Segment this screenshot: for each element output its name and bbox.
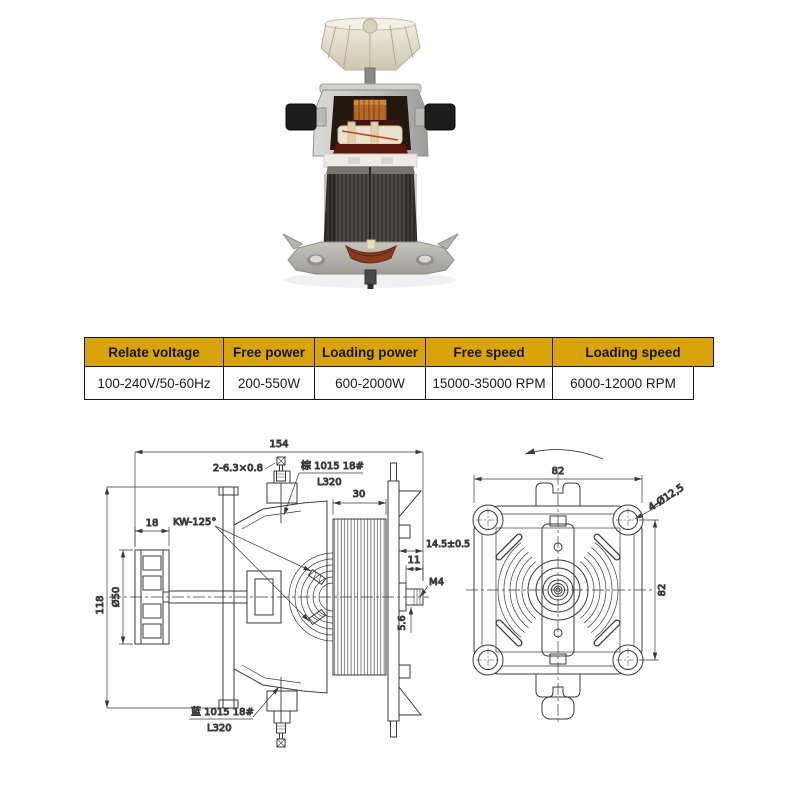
flange-outline xyxy=(473,505,643,675)
kw-leader-1 xyxy=(214,525,312,572)
stator-core xyxy=(323,166,418,246)
spec-table-value-row: 100-240V/50-60Hz 200-550W 600-2000W 1500… xyxy=(84,366,714,400)
value-cell-free-speed: 15000-35000 RPM xyxy=(425,366,553,400)
dim-overall-height xyxy=(104,486,219,709)
wire-blue-callout: 蓝 1015 18# L320 xyxy=(189,686,280,735)
stator-square xyxy=(495,527,621,653)
dim-fan-width xyxy=(134,527,170,546)
motor-photo-illustration xyxy=(282,17,459,289)
value-cell-loading-power: 600-2000W xyxy=(314,366,426,400)
bottom-tab xyxy=(535,674,581,698)
shaft-tip xyxy=(367,284,374,289)
wire-brown-label: 棕 1015 18# xyxy=(301,459,364,472)
terminal-spec-label: 2-6.3×0.8 xyxy=(213,463,263,474)
rotation-direction-arrow xyxy=(524,448,604,460)
header-cell-loading-speed: Loading speed xyxy=(552,337,714,367)
dim-18-label: 18 xyxy=(146,518,159,529)
value-cell-free-power: 200-550W xyxy=(223,366,315,400)
end-view-drawing: 82 82 4-Ø12,5 xyxy=(466,448,687,725)
motor-housing xyxy=(233,470,328,724)
wire-blue-label: 蓝 1015 18# xyxy=(191,706,254,718)
value-cell-relate-voltage: 100-240V/50-60Hz xyxy=(84,366,224,400)
brush-card xyxy=(323,153,418,168)
spec-table-header-row: Relate voltage Free power Loading power … xyxy=(84,337,714,367)
wire-brown-length-label: L320 xyxy=(317,477,342,488)
top-tab xyxy=(535,482,581,506)
corner-slots xyxy=(495,533,621,647)
dim-30-label: 30 xyxy=(353,489,366,500)
shaft-ext-label: 14.5±0.5 xyxy=(426,539,470,550)
spec-table: Relate voltage Free power Loading power … xyxy=(84,337,714,400)
output-shaft xyxy=(398,582,424,612)
dim-11-label: 11 xyxy=(408,555,421,566)
dim-thread-length xyxy=(405,565,424,585)
fan-side xyxy=(134,549,170,645)
dim-overall-length xyxy=(134,449,424,581)
brush-holder-right xyxy=(414,103,456,131)
wire-brown-callout: 棕 1015 18# L320 xyxy=(283,459,364,516)
side-view-drawing: 18 Ø50 118 xyxy=(95,439,471,748)
winding-crescents xyxy=(497,542,619,638)
stator-laminations xyxy=(332,518,387,676)
carbon-brush-upper xyxy=(307,568,327,586)
left-bracket-plate xyxy=(218,486,239,709)
fan-diameter-label: Ø50 xyxy=(110,587,122,608)
dim-82-right-label: 82 xyxy=(657,584,668,597)
value-cell-loading-speed: 6000-12000 RPM xyxy=(552,366,694,400)
carbon-brush-lower xyxy=(307,608,327,626)
motor-photo xyxy=(268,8,473,293)
dim-height-82 xyxy=(639,519,659,661)
bearing-bracket xyxy=(527,515,589,665)
armature-interior xyxy=(333,99,408,154)
right-flange-plate xyxy=(387,462,423,738)
dim-stator-width xyxy=(332,499,387,515)
winding-end-arcs xyxy=(288,552,334,642)
dim-fan-diameter xyxy=(119,549,133,645)
header-cell-loading-power: Loading power xyxy=(314,337,426,367)
brush-angle-label: KW-125° xyxy=(173,517,216,528)
kw-leader-2 xyxy=(214,525,310,622)
terminal-leader xyxy=(264,462,276,470)
dim-5-6-label: 5.6 xyxy=(397,615,408,630)
thread-m4-label: M4 xyxy=(429,577,444,588)
mounting-holes xyxy=(472,504,644,676)
header-cell-free-speed: Free speed xyxy=(425,337,553,367)
bottom-extension xyxy=(541,696,575,720)
dim-shaft-extension xyxy=(398,547,423,575)
cooling-fan xyxy=(320,17,421,71)
header-cell-relate-voltage: Relate voltage xyxy=(84,337,224,367)
holes-spec-label: 4-Ø12,5 xyxy=(646,482,686,514)
dim-width-82 xyxy=(473,475,643,503)
m4-leader xyxy=(419,585,429,598)
header-cell-free-power: Free power xyxy=(223,337,315,367)
dim-82-top-label: 82 xyxy=(552,466,565,477)
output-shaft-stub xyxy=(364,269,377,285)
lead-wire-top xyxy=(276,456,286,523)
dim-154-label: 154 xyxy=(269,439,288,450)
lead-wire-bottom xyxy=(276,677,286,748)
overall-height-label: 118 xyxy=(95,595,106,614)
wire-blue-length-label: L320 xyxy=(207,723,232,734)
dimension-drawings: 18 Ø50 118 xyxy=(95,425,720,765)
brush-holder-left xyxy=(285,103,327,131)
holes-leader xyxy=(634,500,668,520)
lower-winding xyxy=(344,239,398,264)
